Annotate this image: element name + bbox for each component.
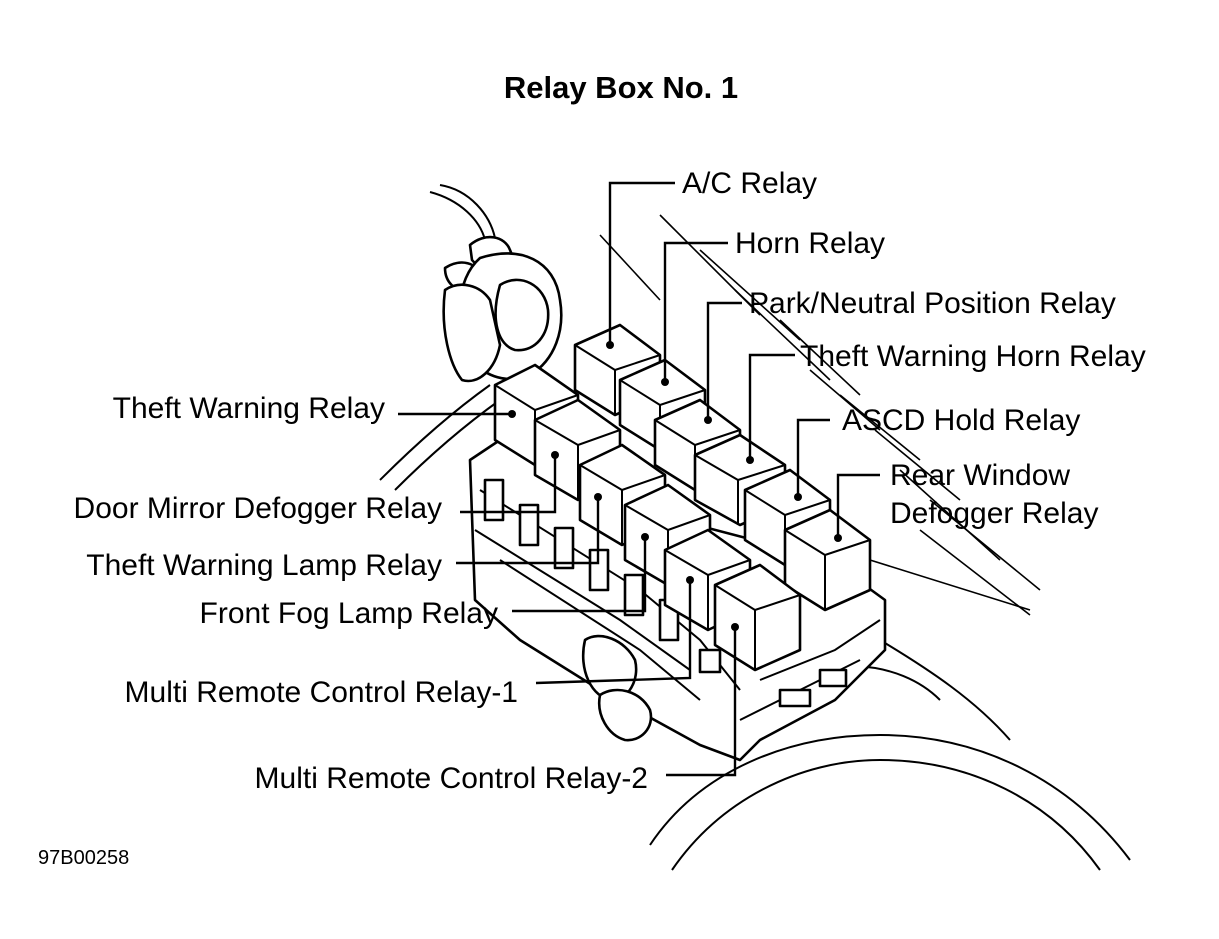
label-theft-warning-lamp-relay: Theft Warning Lamp Relay	[86, 549, 442, 582]
label-theft-warning-horn-relay: Theft Warning Horn Relay	[800, 340, 1146, 373]
label-door-mirror-defogger-relay: Door Mirror Defogger Relay	[74, 492, 442, 525]
label-park-neutral-relay: Park/Neutral Position Relay	[749, 287, 1116, 320]
label-rear-window-defogger-relay-line2: Defogger Relay	[890, 497, 1098, 530]
label-ac-relay: A/C Relay	[682, 167, 817, 200]
label-front-fog-lamp-relay: Front Fog Lamp Relay	[200, 597, 498, 630]
label-multi-remote-control-relay-1: Multi Remote Control Relay-1	[125, 676, 518, 709]
diagram-title: Relay Box No. 1	[504, 70, 738, 105]
label-horn-relay: Horn Relay	[735, 227, 885, 260]
label-theft-warning-relay: Theft Warning Relay	[113, 392, 385, 425]
figure-code: 97B00258	[38, 847, 129, 869]
label-ascd-hold-relay: ASCD Hold Relay	[842, 404, 1080, 437]
background-hatching	[599, 214, 1041, 616]
hose-outline	[649, 639, 1131, 871]
label-rear-window-defogger-relay-line1: Rear Window	[890, 459, 1070, 492]
leader-lines	[398, 181, 880, 777]
label-multi-remote-control-relay-2: Multi Remote Control Relay-2	[255, 762, 648, 795]
wiring-harness	[379, 184, 563, 491]
relay-multi-remote-control-2	[713, 563, 802, 672]
